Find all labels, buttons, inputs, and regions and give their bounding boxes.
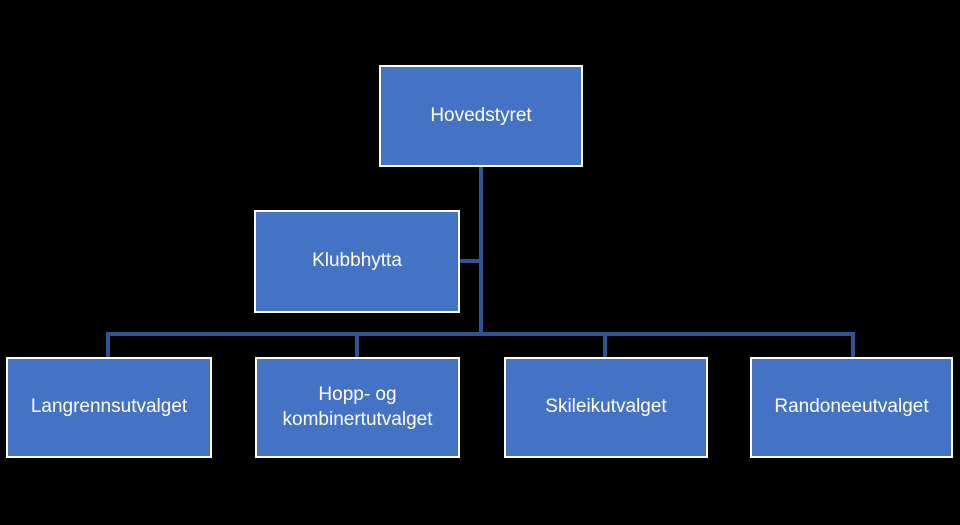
node-skileikutvalget[interactable]: Skileikutvalget [504, 357, 708, 458]
connector-drop-langrennsutvalget [106, 336, 110, 357]
node-hovedstyret[interactable]: Hovedstyret [379, 65, 583, 167]
node-label: Skileikutvalget [545, 396, 667, 418]
node-label: Randoneeutvalget [774, 396, 929, 418]
node-label: Hopp- og kombinertutvalget [282, 383, 433, 430]
node-langrennsutvalget[interactable]: Langrennsutvalget [6, 357, 212, 458]
node-randoneeutvalget[interactable]: Randoneeutvalget [750, 357, 953, 458]
node-label: Klubbhytta [312, 250, 402, 272]
node-hopp-og-kombinertutvalget[interactable]: Hopp- og kombinertutvalget [255, 357, 460, 458]
node-label: Hovedstyret [430, 104, 532, 126]
connector-klubbhytta-stub [460, 259, 483, 263]
node-klubbhytta[interactable]: Klubbhytta [254, 210, 460, 313]
node-label: Langrennsutvalget [30, 396, 188, 418]
connector-drop-skileikutvalget [603, 336, 607, 357]
connector-drop-hopp-og-kombinertutvalget [355, 336, 359, 357]
connector-root-vertical [479, 167, 483, 336]
connector-children-horizontal [106, 332, 855, 336]
connector-drop-randoneeutvalget [851, 336, 855, 357]
